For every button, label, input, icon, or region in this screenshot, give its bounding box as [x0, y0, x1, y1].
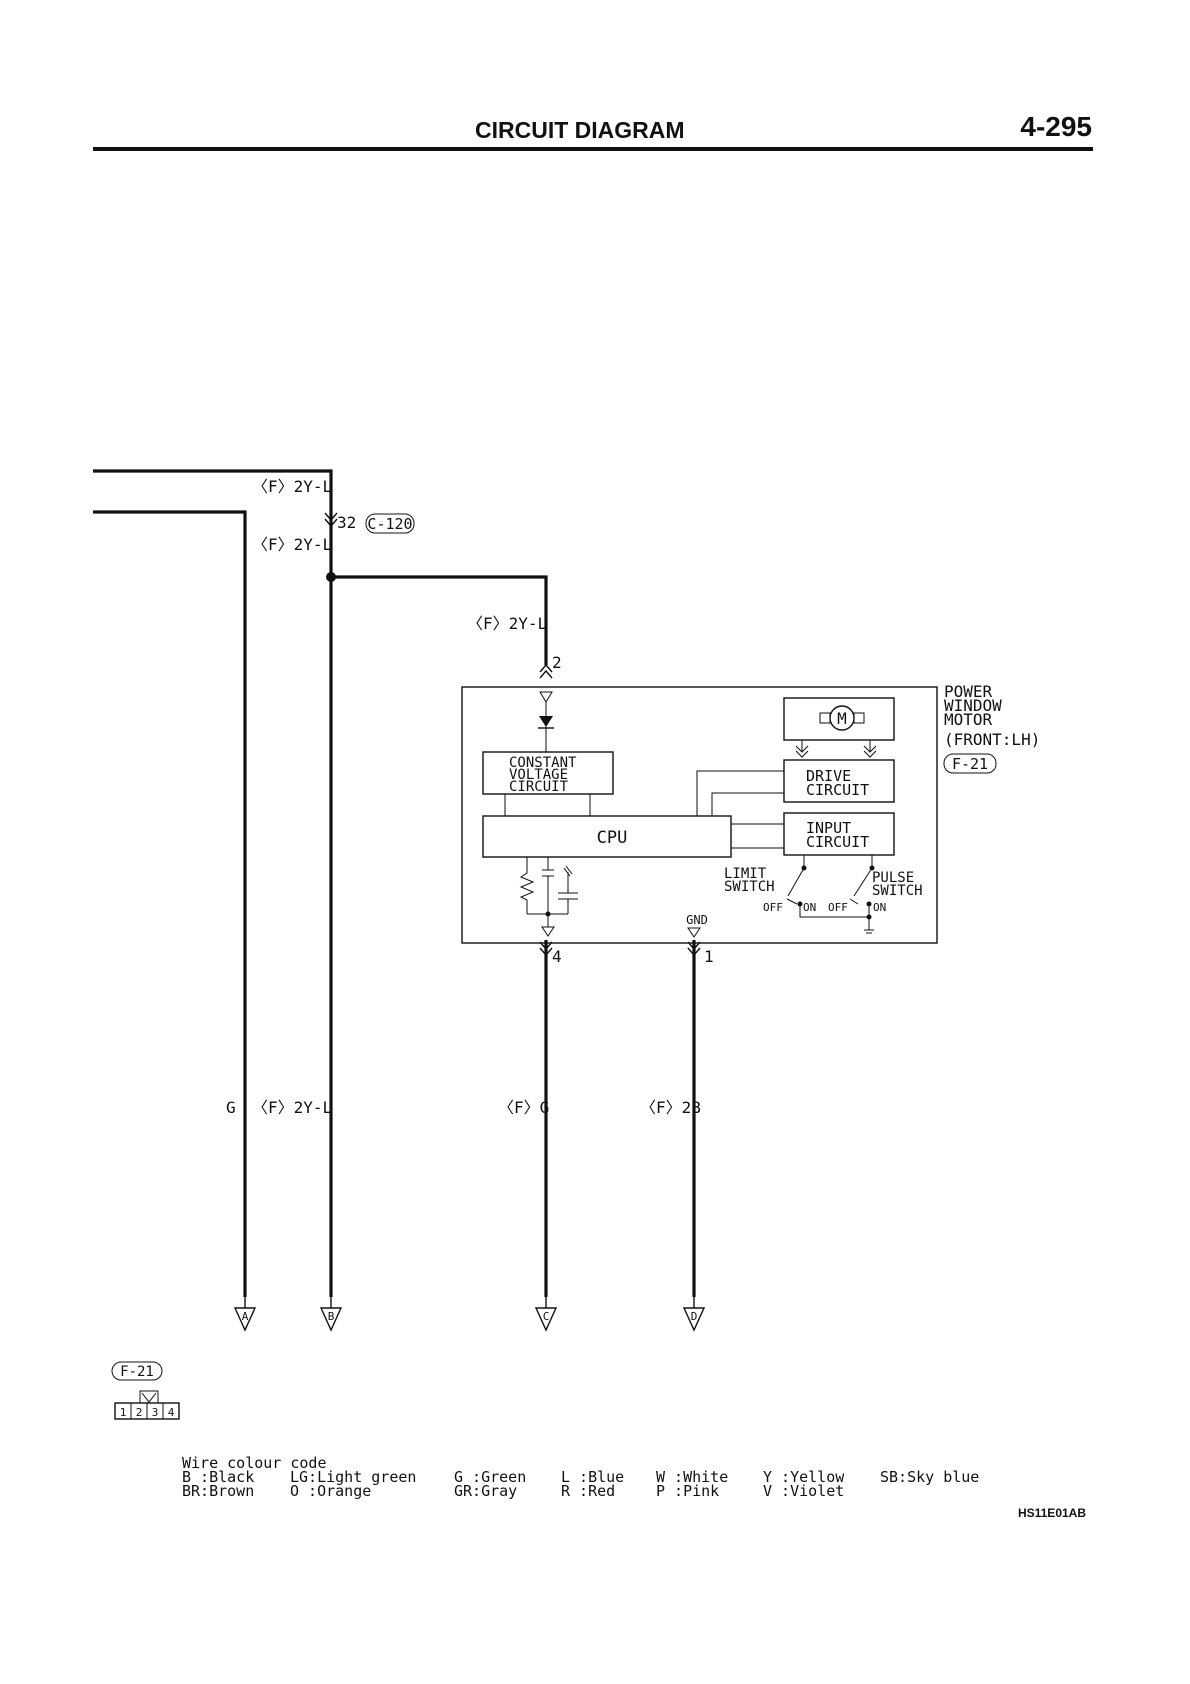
- motor-unit: CONSTANT VOLTAGE CIRCUIT CPU M DRIVE CIR…: [461, 686, 938, 944]
- pin-2-label: 2: [552, 653, 562, 672]
- page-title: CIRCUIT DIAGRAM: [475, 117, 685, 143]
- legend-cell: W :White: [656, 1468, 728, 1486]
- legend-title: Wire colour code: [182, 1454, 327, 1472]
- constant-voltage-circuit-box: [482, 751, 614, 795]
- connector-face-label-frame: [111, 1361, 163, 1381]
- connector-marks: [324, 512, 701, 957]
- resistor-icon: [519, 857, 535, 914]
- wire-label-d-lower: 〈F〉2B: [640, 1098, 701, 1117]
- cpu-box: [482, 815, 732, 858]
- output-pin-marker: [541, 914, 555, 937]
- motor-icon-label: M: [837, 709, 847, 728]
- wire-label-g: G: [226, 1098, 236, 1117]
- pulse-off-label: OFF: [828, 901, 848, 914]
- wire-label-top-2: 〈F〉2Y-L: [252, 535, 332, 554]
- limit-off-label: OFF: [763, 901, 783, 914]
- cpu-to-input-lines: [731, 823, 784, 849]
- wire-label-b-lower: 〈F〉2Y-L: [252, 1098, 332, 1117]
- legend-cell: Y :Yellow: [763, 1468, 845, 1486]
- wire-a: [93, 510, 247, 1297]
- legend-cell: R :Red: [561, 1482, 615, 1500]
- legend-cell: V :Violet: [763, 1482, 844, 1500]
- terminal-c: C: [543, 1310, 550, 1323]
- legend-cell: SB:Sky blue: [880, 1468, 979, 1486]
- cpu-to-drive-lines: [696, 770, 784, 816]
- cpu-label: CPU: [597, 828, 628, 848]
- motor-unit-frame: [461, 686, 938, 944]
- wire-label-c-lower: 〈F〉G: [498, 1098, 549, 1117]
- diode-icon: [539, 716, 553, 727]
- motor-connector-frame: [943, 753, 997, 774]
- splice-point: [326, 572, 336, 582]
- wire-colour-legend: Wire colour code B :Black LG:Light green…: [182, 1454, 979, 1500]
- motor-symbol-box: [783, 697, 895, 741]
- connector-face-label: F-21: [120, 1364, 154, 1380]
- pin-4-label: 4: [552, 947, 562, 966]
- connector-pin-2: 2: [136, 1406, 143, 1419]
- legend-cell: BR:Brown: [182, 1482, 254, 1500]
- figure-code: HS11E01AB: [1018, 1506, 1086, 1520]
- wire-harness: [93, 469, 696, 1297]
- gnd-label: GND: [686, 913, 708, 927]
- pulse-switch-icon: [853, 855, 873, 897]
- drive-circuit-label-2: CIRCUIT: [806, 781, 869, 799]
- input-circuit-box: [783, 812, 895, 856]
- wire-b: [93, 469, 333, 1297]
- connector-pin-4: 4: [168, 1406, 175, 1419]
- pin-32-label: 32: [337, 513, 356, 532]
- connector-c120-label: C-120: [367, 515, 412, 533]
- terminal-d: D: [691, 1310, 698, 1323]
- wire-branch-motor: [331, 575, 548, 665]
- pulse-on-label: ON: [873, 901, 886, 914]
- legend-cell: O :Orange: [290, 1482, 371, 1500]
- pulse-switch-label-2: SWITCH: [872, 883, 923, 899]
- connector-c120-frame: [365, 513, 415, 534]
- drive-circuit-label-1: DRIVE: [806, 767, 851, 785]
- legend-cell: G :Green: [454, 1468, 526, 1486]
- connector-pin-3: 3: [152, 1406, 159, 1419]
- motor-title-line-2: WINDOW: [944, 696, 1002, 715]
- legend-cell: LG:Light green: [290, 1468, 416, 1486]
- wire-label-top-1: 〈F〉2Y-L: [252, 477, 332, 496]
- capacitor-icon: [558, 872, 578, 914]
- motor-title-line-3: MOTOR: [944, 710, 993, 729]
- limit-switch-label-2: SWITCH: [724, 879, 775, 895]
- connector-face-view: F-21 1 2 3 4: [111, 1361, 180, 1420]
- constant-voltage-label-3: CIRCUIT: [509, 779, 569, 795]
- pulse-switch-label-1: PULSE: [872, 870, 914, 886]
- legend-cell: B :Black: [182, 1468, 254, 1486]
- motor-title-line-4: (FRONT:LH): [944, 730, 1040, 749]
- limit-on-label: ON: [803, 901, 816, 914]
- input-pin-marker: [539, 691, 553, 703]
- gnd-pin-marker: [687, 927, 701, 938]
- legend-cell: GR:Gray: [454, 1482, 517, 1500]
- motor-connector-label: F-21: [952, 755, 988, 773]
- pin-1-label: 1: [704, 947, 714, 966]
- page-number: 4-295: [1020, 111, 1092, 142]
- drive-circuit-box: [783, 759, 895, 803]
- limit-switch-icon: [787, 855, 805, 897]
- input-circuit-label-1: INPUT: [806, 819, 851, 837]
- legend-cell: L :Blue: [561, 1468, 624, 1486]
- limit-switch-label-1: LIMIT: [724, 866, 767, 882]
- input-circuit-label-2: CIRCUIT: [806, 833, 869, 851]
- constant-voltage-label-2: VOLTAGE: [509, 767, 568, 783]
- constant-voltage-label-1: CONSTANT: [509, 755, 577, 771]
- wire-label-branch: 〈F〉2Y-L: [467, 614, 547, 633]
- terminal-b: B: [328, 1310, 335, 1323]
- motor-title-line-1: POWER: [944, 682, 993, 701]
- legend-cell: P :Pink: [656, 1482, 719, 1500]
- terminal-a: A: [242, 1310, 249, 1323]
- connector-pin-1: 1: [120, 1406, 127, 1419]
- terminal-markers: A B C D: [233, 1297, 706, 1332]
